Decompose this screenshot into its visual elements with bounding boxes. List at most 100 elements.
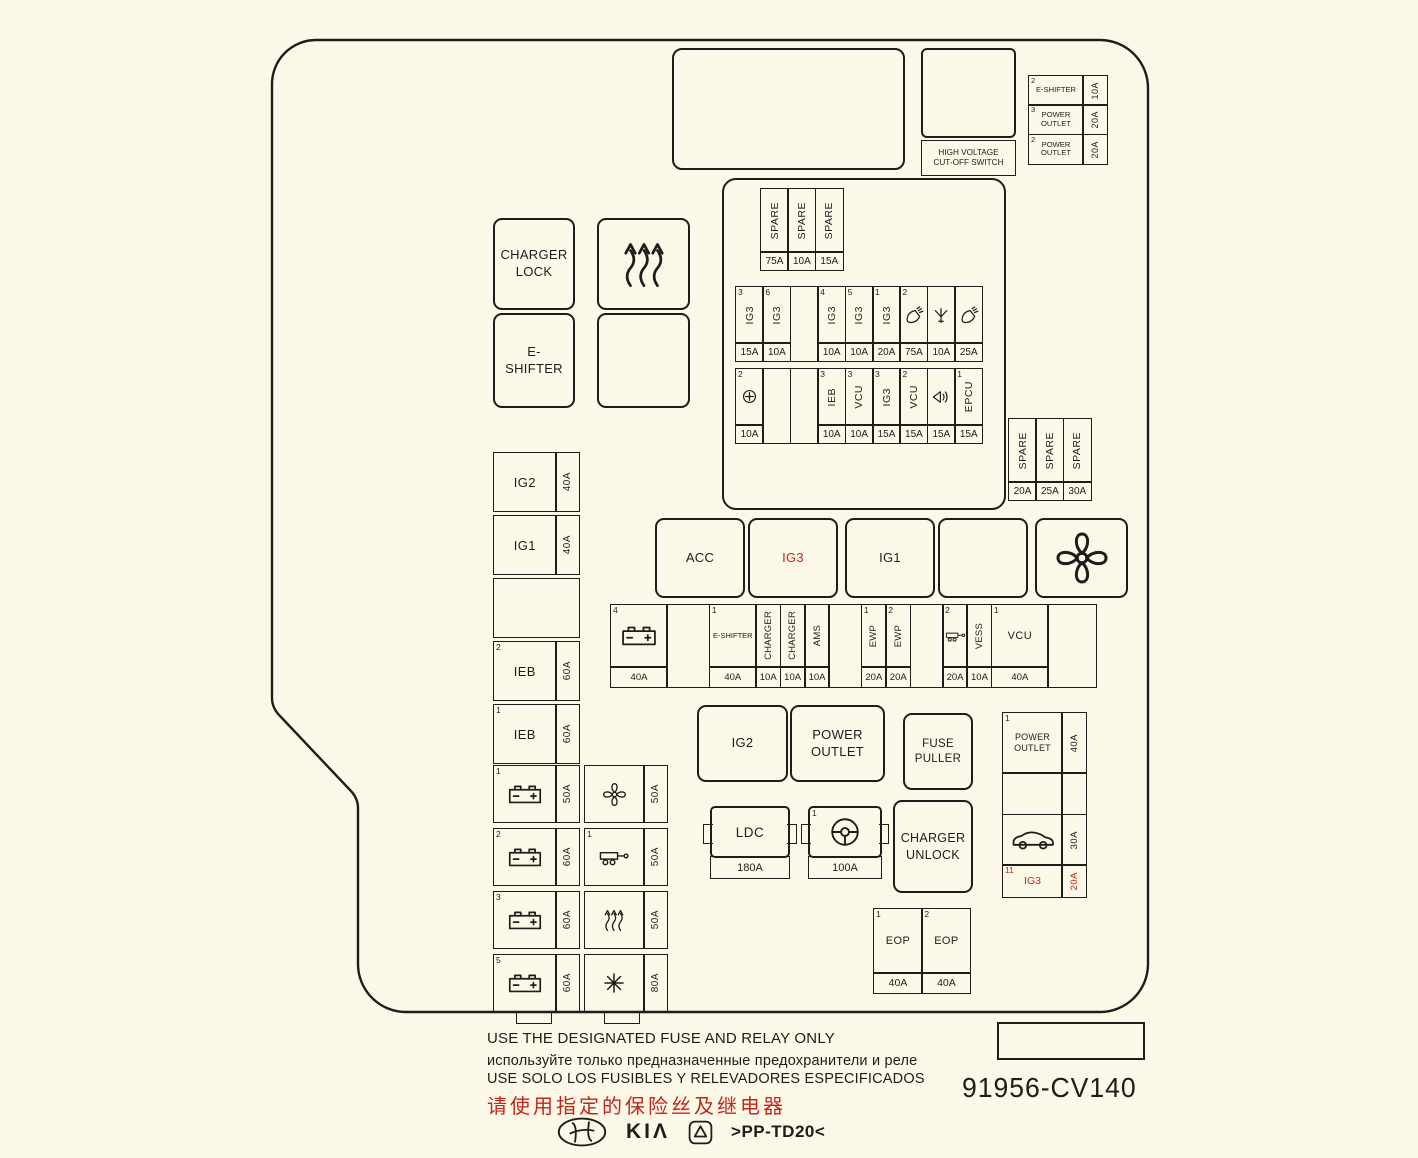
note-english: USE THE DESIGNATED FUSE AND RELAY ONLY: [487, 1030, 835, 1047]
fan-icon: [1056, 532, 1107, 584]
circle-plus-icon: [742, 390, 757, 404]
fuse-cooling-fan: 50A: [584, 765, 668, 823]
fuse-washer-spray: 10A: [926, 286, 956, 362]
fuse-battery-3: 3 60A: [493, 891, 580, 949]
fuse-empty: [789, 286, 819, 362]
fuse-ig1-main: IG1 40A: [493, 515, 580, 575]
material-code: >PP-TD20<: [731, 1122, 826, 1141]
fuse-slot-empty: [1002, 772, 1088, 816]
recycling-mark-icon: [688, 1120, 713, 1144]
hyundai-logo: [557, 1117, 607, 1147]
fuse-empty: [828, 604, 863, 688]
fuse-vehicle: 30A: [1002, 813, 1088, 866]
battery-icon: [622, 626, 656, 646]
battery-icon: [508, 911, 541, 930]
fuse-empty: [762, 368, 792, 444]
star-icon: [604, 973, 625, 993]
headlamp-washer-icon: [961, 306, 979, 323]
battery-icon: [508, 785, 541, 804]
washer-spray-icon: [935, 307, 948, 323]
mounting-tab: [604, 1011, 640, 1024]
note-chinese: 请使用指定的保险丝及继电器: [487, 1096, 786, 1118]
defogger-icon: [623, 243, 664, 287]
fuse-empty: [666, 604, 711, 688]
fuse-star: 80A: [584, 954, 668, 1012]
relay-rear-defogger: [597, 218, 690, 310]
note-russian: используйте только предназначенные предо…: [487, 1053, 918, 1069]
battery-icon: [508, 848, 541, 867]
fuse-empty: [909, 604, 944, 688]
fuse-defogger: 50A: [584, 891, 668, 949]
label-blank-box: [997, 1022, 1145, 1060]
fan-icon: [602, 782, 626, 806]
high-voltage-switch-label: HIGH VOLTAGE CUT-OFF SWITCH: [921, 140, 1016, 176]
car-icon: [1012, 831, 1054, 850]
fuse-ig2-main: IG2 40A: [493, 452, 580, 512]
fuse-headlamp-washer: 25A: [954, 286, 984, 362]
high-voltage-switch-module: [921, 48, 1016, 138]
defogger-icon: [604, 909, 624, 932]
relay-ig1: IG1: [845, 518, 935, 598]
fusible-link-steering: 1 100A: [801, 806, 889, 880]
headlamp-washer-icon: [906, 306, 924, 323]
relay-acc: ACC: [655, 518, 745, 598]
kia-logo: KIΛ: [626, 1120, 671, 1143]
fuse-slot-empty: [493, 578, 580, 638]
relay-e-shifter: E-SHIFTER: [493, 313, 575, 408]
fuse-empty: [789, 368, 819, 444]
trailer-hitch-icon: [945, 632, 965, 642]
fuse-horn: 15A: [926, 368, 956, 444]
relay-ig2: IG2: [697, 705, 788, 782]
fuse-empty: [1047, 604, 1098, 688]
fuse-battery-5: 5 60A: [493, 954, 580, 1012]
relay-empty-b: [938, 518, 1028, 598]
fuse-trailer-1: 1 50A: [584, 828, 668, 886]
relay-empty-a: [597, 313, 690, 408]
relay-cooling-fan: [1035, 518, 1128, 598]
steering-wheel-icon: [831, 818, 859, 846]
hv-line2: CUT-OFF SWITCH: [933, 158, 1004, 167]
